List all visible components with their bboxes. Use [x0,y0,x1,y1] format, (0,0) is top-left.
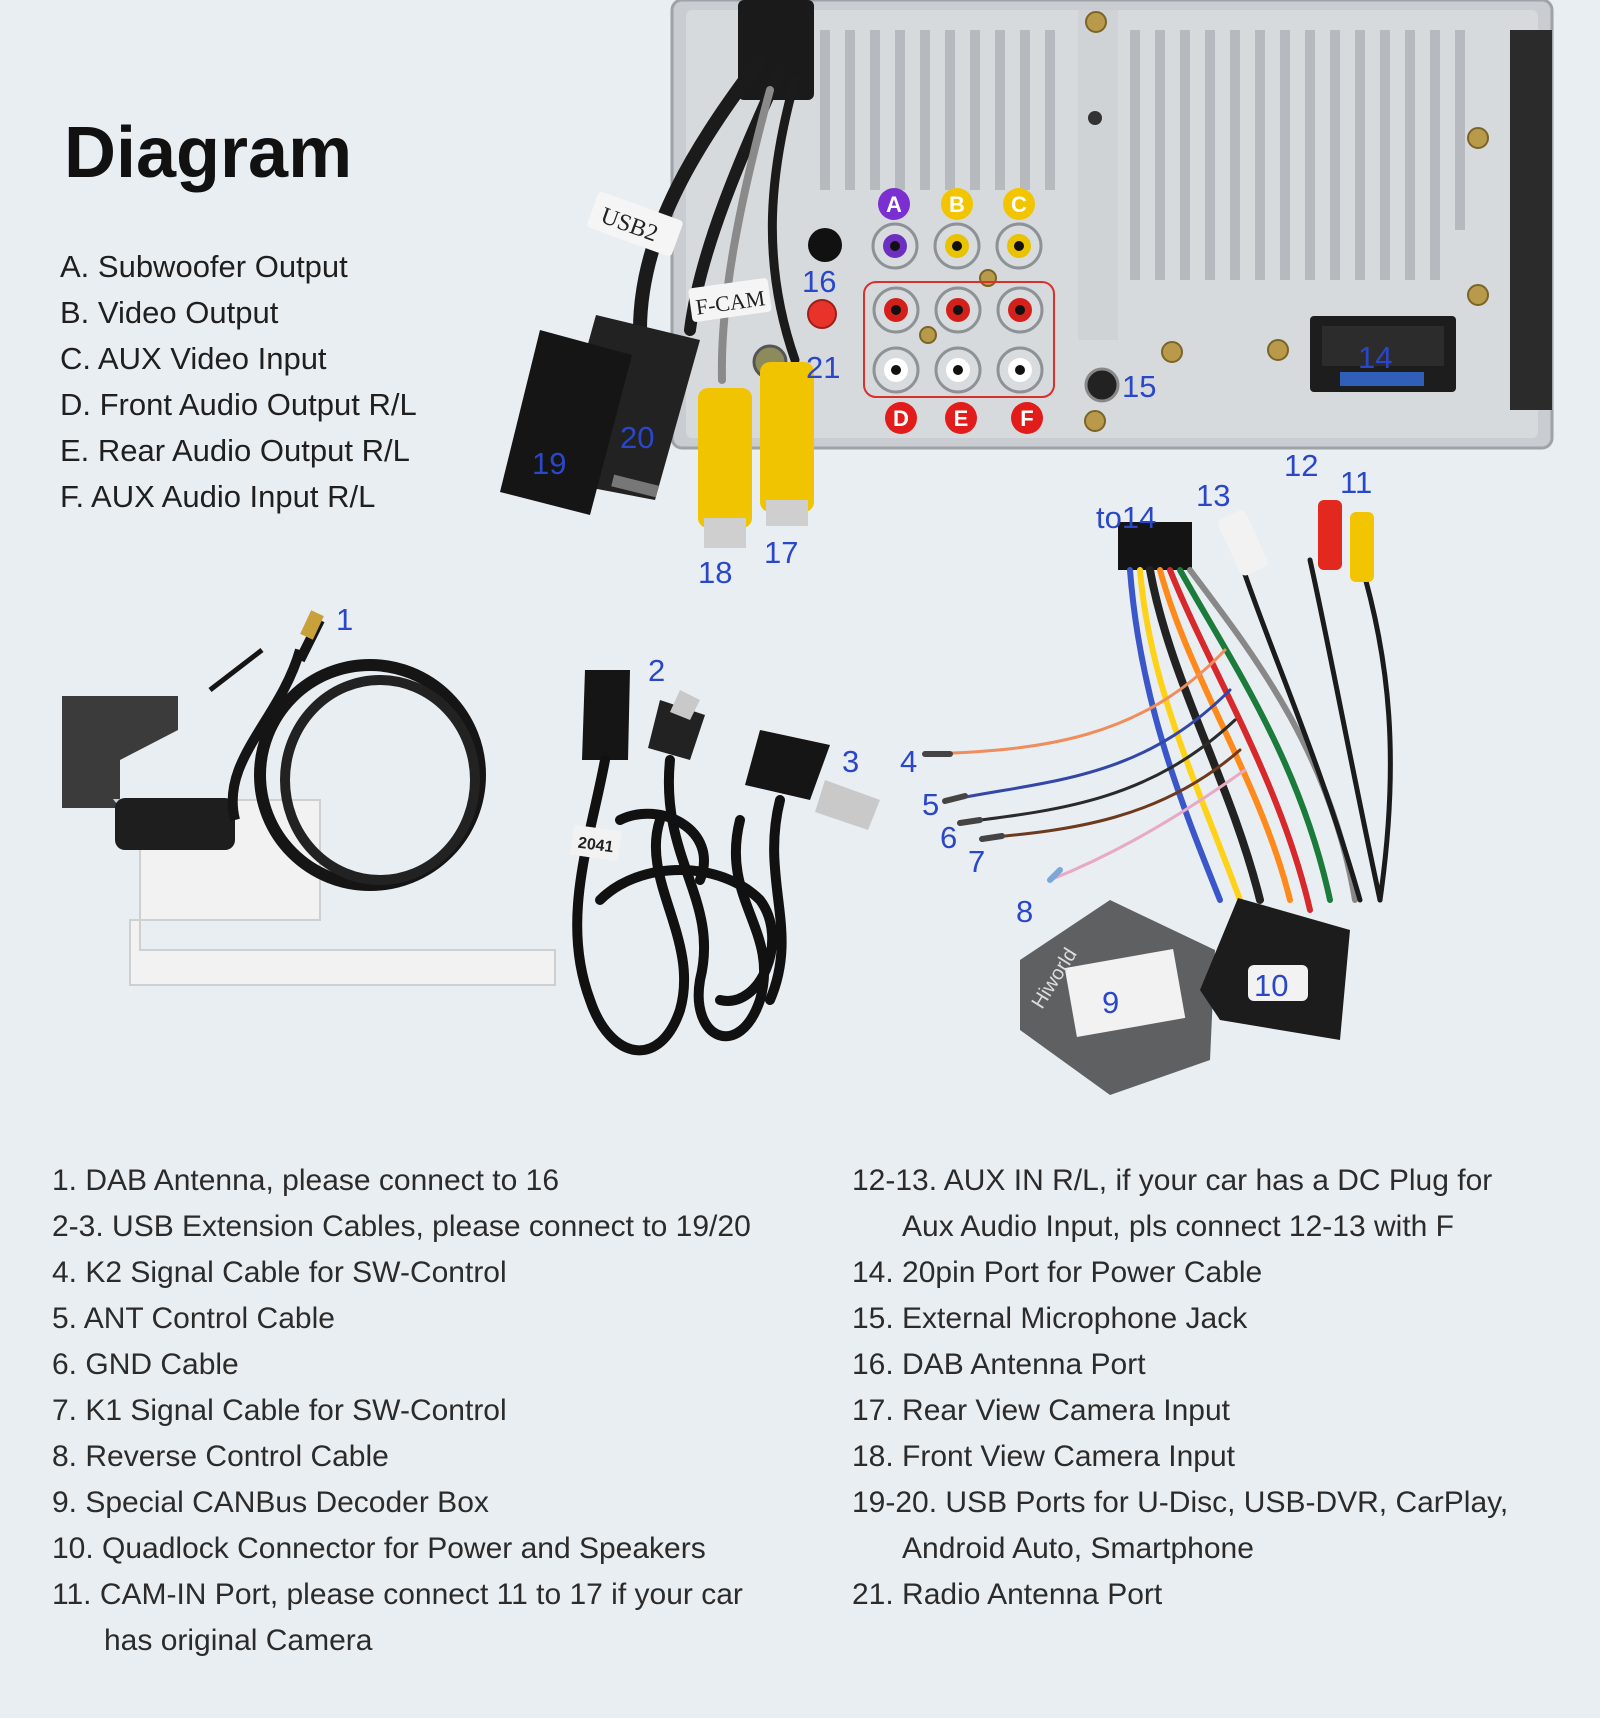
quadlock-connector [1200,898,1350,1040]
callout-8: 8 [1016,894,1033,929]
port-letter-c: C [1011,192,1027,217]
callout-13: 13 [1196,478,1230,513]
note-18: 18. Front View Camera Input [852,1440,1235,1473]
port-letter-b: B [949,192,965,217]
callout-1: 1 [336,602,353,637]
note-12-13-line2: Aux Audio Input, pls connect 12-13 with … [902,1210,1454,1243]
callout-6: 6 [940,820,957,855]
callout-16: 16 [802,264,836,299]
rca-grid-def [872,286,1044,394]
note-14: 14. 20pin Port for Power Cable [852,1256,1263,1289]
legend-item-e: E. Rear Audio Output R/L [60,433,410,468]
usb-ext-tag-label: 2041 [577,835,615,857]
callout-19: 19 [532,446,566,481]
usb-extension-cables: 2041 [570,670,880,1056]
dab-antenna [62,610,556,986]
note-17: 17. Rear View Camera Input [852,1394,1230,1427]
legend-item-d: D. Front Audio Output R/L [60,387,417,422]
legend-item-b: B. Video Output [60,295,279,330]
note-12-13: 12-13. AUX IN R/L, if your car has a DC … [852,1158,1582,1250]
note-5: 5. ANT Control Cable [52,1302,335,1335]
note-7: 7. K1 Signal Cable for SW-Control [52,1394,507,1427]
callout-10: 10 [1254,968,1288,1003]
legend-item-a: A. Subwoofer Output [60,249,348,284]
wiring-illustration: A B C D E F USB2 F-CAM [62,0,1554,1095]
callout-7: 7 [968,844,985,879]
microphone-jack [1084,367,1120,403]
note-19-20-line1: 19-20. USB Ports for U-Disc, USB-DVR, Ca… [852,1486,1509,1519]
dab-antenna-port [807,299,837,329]
power-20pin-port [1310,316,1456,392]
wiring-harness [928,522,1393,913]
note-21: 21. Radio Antenna Port [852,1578,1163,1611]
port-letter-e: E [954,406,969,431]
note-12-13-line1: 12-13. AUX IN R/L, if your car has a DC … [852,1164,1493,1197]
callout-11: 11 [1340,465,1372,500]
port-letter-a: A [886,192,902,217]
callout-21: 21 [806,350,840,385]
legend-item-f: F. AUX Audio Input R/L [60,479,376,514]
note-1: 1. DAB Antenna, please connect to 16 [52,1164,560,1197]
port-letter-d: D [893,406,909,431]
notes-left-column: 1. DAB Antenna, please connect to 16 2-3… [52,1158,852,1664]
fcam-tag: F-CAM [688,278,772,322]
note-9: 9. Special CANBus Decoder Box [52,1486,489,1519]
wire-ends [922,751,1063,883]
canbus-decoder-box: Hiworld [1020,900,1215,1095]
usb-female-plugs [500,315,700,515]
callout-12: 12 [1284,448,1318,483]
harness-rca-plugs [1218,500,1374,582]
callout-3: 3 [842,744,859,779]
note-11-line1: 11. CAM-IN Port, please connect 11 to 17… [52,1578,743,1611]
camera-rca-plugs [698,362,814,548]
note-15: 15. External Microphone Jack [852,1302,1248,1335]
callout-5: 5 [922,787,939,822]
callout-2: 2 [648,653,665,688]
port-legend: A. Subwoofer Output B. Video Output C. A… [60,244,417,520]
port-letter-badges: A B C D E F [878,188,1043,434]
rca-row-top [871,222,1043,270]
callout-numbers: 1 2 3 4 5 6 7 8 9 10 11 12 13 to14 14 15… [336,264,1392,1020]
port-letter-f: F [1020,406,1033,431]
diagram-title: Diagram [64,113,353,193]
note-19-20: 19-20. USB Ports for U-Disc, USB-DVR, Ca… [852,1480,1582,1572]
callout-4: 4 [900,744,917,779]
notes-right-column: 12-13. AUX IN R/L, if your car has a DC … [852,1158,1582,1618]
callout-20: 20 [620,420,654,455]
note-6: 6. GND Cable [52,1348,239,1381]
legend-item-c: C. AUX Video Input [60,341,327,376]
note-4: 4. K2 Signal Cable for SW-Control [52,1256,507,1289]
note-2-3: 2-3. USB Extension Cables, please connec… [52,1210,751,1243]
note-8: 8. Reverse Control Cable [52,1440,389,1473]
note-11-line2: has original Camera [104,1624,373,1657]
note-10: 10. Quadlock Connector for Power and Spe… [52,1532,706,1565]
note-16: 16. DAB Antenna Port [852,1348,1146,1381]
callout-9: 9 [1102,985,1119,1020]
callout-15: 15 [1122,369,1156,404]
note-11: 11. CAM-IN Port, please connect 11 to 17… [52,1572,852,1664]
callout-18: 18 [698,555,732,590]
callout-17: 17 [764,535,798,570]
callout-14: 14 [1358,340,1392,375]
callout-to14: to14 [1096,500,1156,535]
note-19-20-line2: Android Auto, Smartphone [902,1532,1254,1565]
